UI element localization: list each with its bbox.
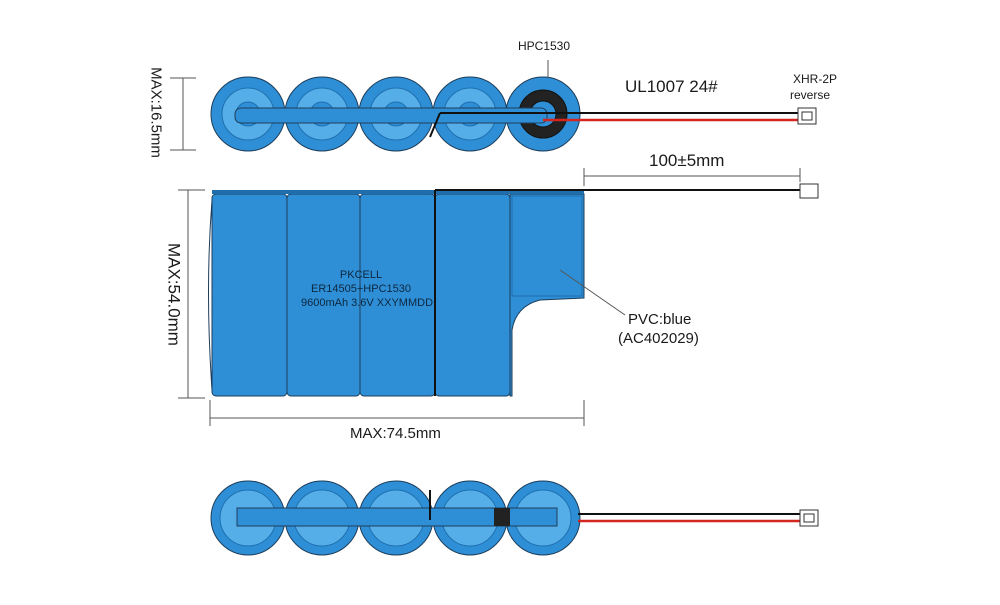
connector-label-1: XHR-2P <box>793 72 838 86</box>
length-dim-label: MAX:74.5mm <box>350 425 441 442</box>
top-lead <box>429 112 441 138</box>
sleeve-label-1: PVC:blue <box>628 311 692 328</box>
front-connector <box>799 183 819 199</box>
top-sleeve-band <box>234 107 548 124</box>
top-view <box>170 60 817 152</box>
sleeve-leader <box>559 269 626 316</box>
front-cell-4 <box>434 193 511 397</box>
cell-brand: PKCELL <box>339 269 383 281</box>
front-cell-3 <box>359 193 436 397</box>
wire-length-label: 100±5mm <box>649 151 725 170</box>
bottom-ptc <box>494 508 510 526</box>
front-cell-1 <box>211 193 288 397</box>
sleeve-label-2: (AC402029) <box>618 330 699 347</box>
front-cell-2 <box>286 193 361 397</box>
front-view <box>178 168 819 426</box>
bottom-view <box>210 480 819 556</box>
connector-label-2: reverse <box>790 88 831 102</box>
wire-spec-label: UL1007 24# <box>625 77 718 96</box>
height-dim-label: MAX:16.5mm <box>147 67 165 158</box>
cell-spec: 9600mAh 3.6V XXYMMDD <box>300 297 434 309</box>
bottom-nickel-strip <box>236 507 558 527</box>
cell-model: ER14505+HPC1530 <box>311 283 411 295</box>
width-dim-label: MAX:54.0mm <box>164 243 184 346</box>
ptc-label: HPC1530 <box>518 39 571 53</box>
